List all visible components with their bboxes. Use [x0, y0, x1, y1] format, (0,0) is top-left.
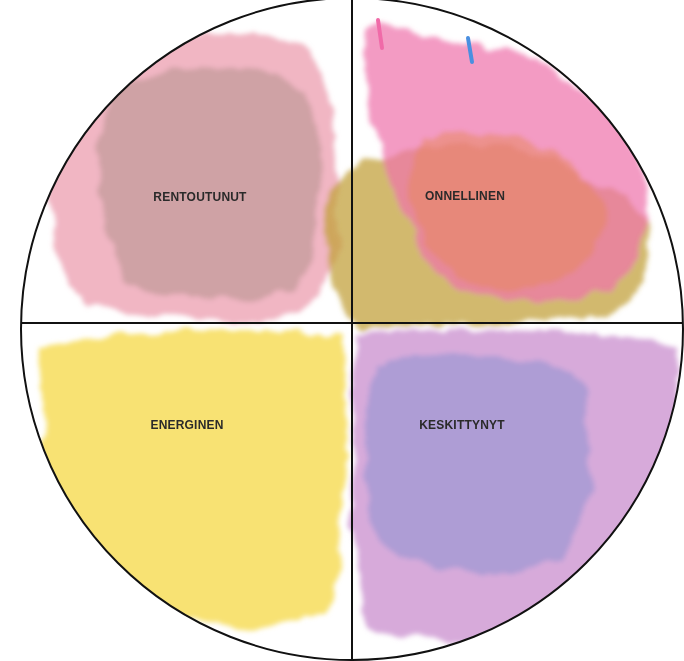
orange-wash — [412, 132, 604, 290]
blue-wash — [364, 353, 590, 572]
emotion-label-area: ONNELLINEN — [421, 187, 509, 205]
emotion-word: RENTOUTUNUT — [153, 190, 246, 204]
pink-stroke — [378, 20, 382, 48]
purple-blob — [351, 330, 680, 640]
emotion-word: ENERGINEN — [150, 418, 223, 432]
blue-stroke — [468, 38, 472, 62]
outer-circle — [21, 0, 683, 660]
emotion-label-area: KESKITTYNYT — [415, 416, 509, 434]
pink-blob — [48, 33, 337, 322]
horizontal-divider — [21, 322, 683, 324]
brown-wash — [100, 68, 318, 299]
paint-blobs — [40, 23, 680, 640]
pink-red-blob — [364, 23, 650, 301]
emotion-label-area: RENTOUTUNUT — [149, 188, 250, 206]
emotion-word: KESKITTYNYT — [419, 418, 505, 432]
emotion-word: ONNELLINEN — [425, 189, 505, 203]
yellow-blob — [40, 330, 346, 626]
vertical-divider — [351, 0, 353, 661]
emotion-label-area: ENERGINEN — [146, 416, 227, 434]
